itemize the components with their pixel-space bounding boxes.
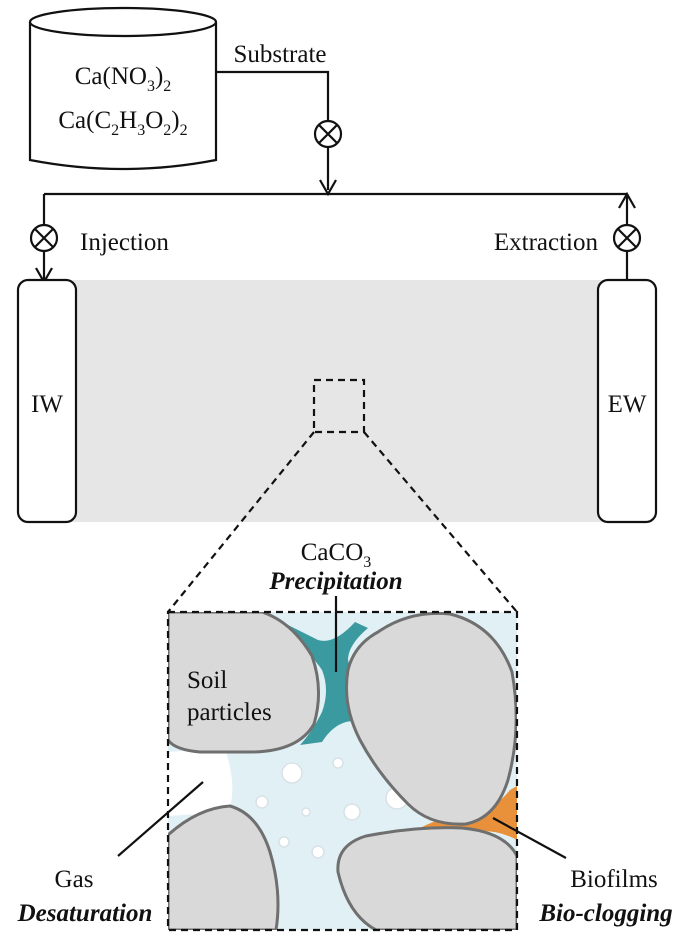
gas-bubble (343, 803, 361, 821)
gas-bubble (281, 762, 303, 784)
ew-label: EW (608, 391, 647, 418)
zoom-source-box (312, 378, 366, 434)
pore-scale-view (168, 612, 517, 930)
soil-particle (168, 804, 280, 930)
substrate-pipe (216, 70, 330, 190)
soil-particles-label-line1: Soil (187, 667, 227, 694)
biofilms-leader-line (492, 817, 567, 859)
injection-label: Injection (80, 229, 169, 256)
aquifer-zone (70, 280, 608, 522)
zoom-view-frame (166, 610, 519, 932)
injection-well (16, 278, 78, 524)
precipitation-label: Precipitation (268, 568, 402, 595)
valve-icon (313, 119, 343, 149)
extraction-well (596, 278, 658, 524)
gas-bubble (255, 795, 269, 809)
substrate-tank: Ca(NO3)2 Ca(C2H3O2)2 (28, 6, 218, 171)
gas-bubble (332, 757, 344, 769)
desaturation-label: Desaturation (17, 900, 153, 927)
biofilms-label: Biofilms (570, 866, 658, 893)
tank-label-calcium-acetate: Ca(C2H3O2)2 (58, 107, 187, 139)
gas-bubble (301, 807, 311, 817)
bio-clogging-label: Bio-clogging (538, 900, 672, 927)
soil-particles-label-line2: particles (187, 699, 272, 726)
gas-bubble (311, 845, 325, 859)
extraction-label: Extraction (494, 229, 599, 256)
arrowhead-icon (618, 191, 636, 209)
caco3-label: CaCO3 (301, 539, 372, 571)
tank-label-calcium-nitrate: Ca(NO3)2 (75, 63, 172, 95)
valve-icon (612, 223, 642, 253)
soil-particle (168, 612, 321, 754)
zoom-projection-lines (167, 431, 518, 613)
iw-label: IW (31, 391, 63, 418)
soil-particle (336, 826, 517, 930)
gas-bubble (278, 836, 290, 848)
substrate-label: Substrate (233, 41, 326, 68)
soil-particle (345, 612, 517, 826)
gas-leader-line (117, 781, 204, 857)
gas-label: Gas (55, 866, 94, 893)
valve-icon (29, 223, 59, 253)
